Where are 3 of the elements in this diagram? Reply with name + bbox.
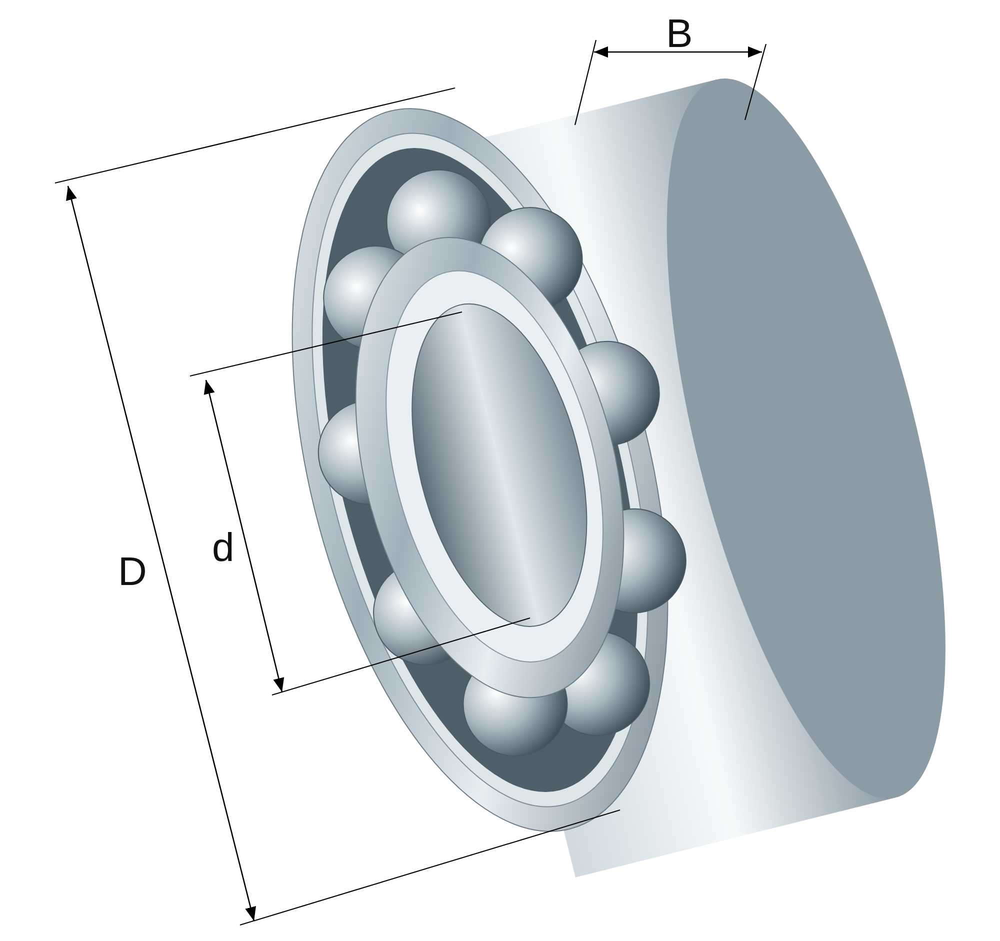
dimension-label: d	[212, 528, 234, 568]
dimension-label: D	[118, 552, 147, 592]
dimension-label: B	[666, 14, 693, 54]
